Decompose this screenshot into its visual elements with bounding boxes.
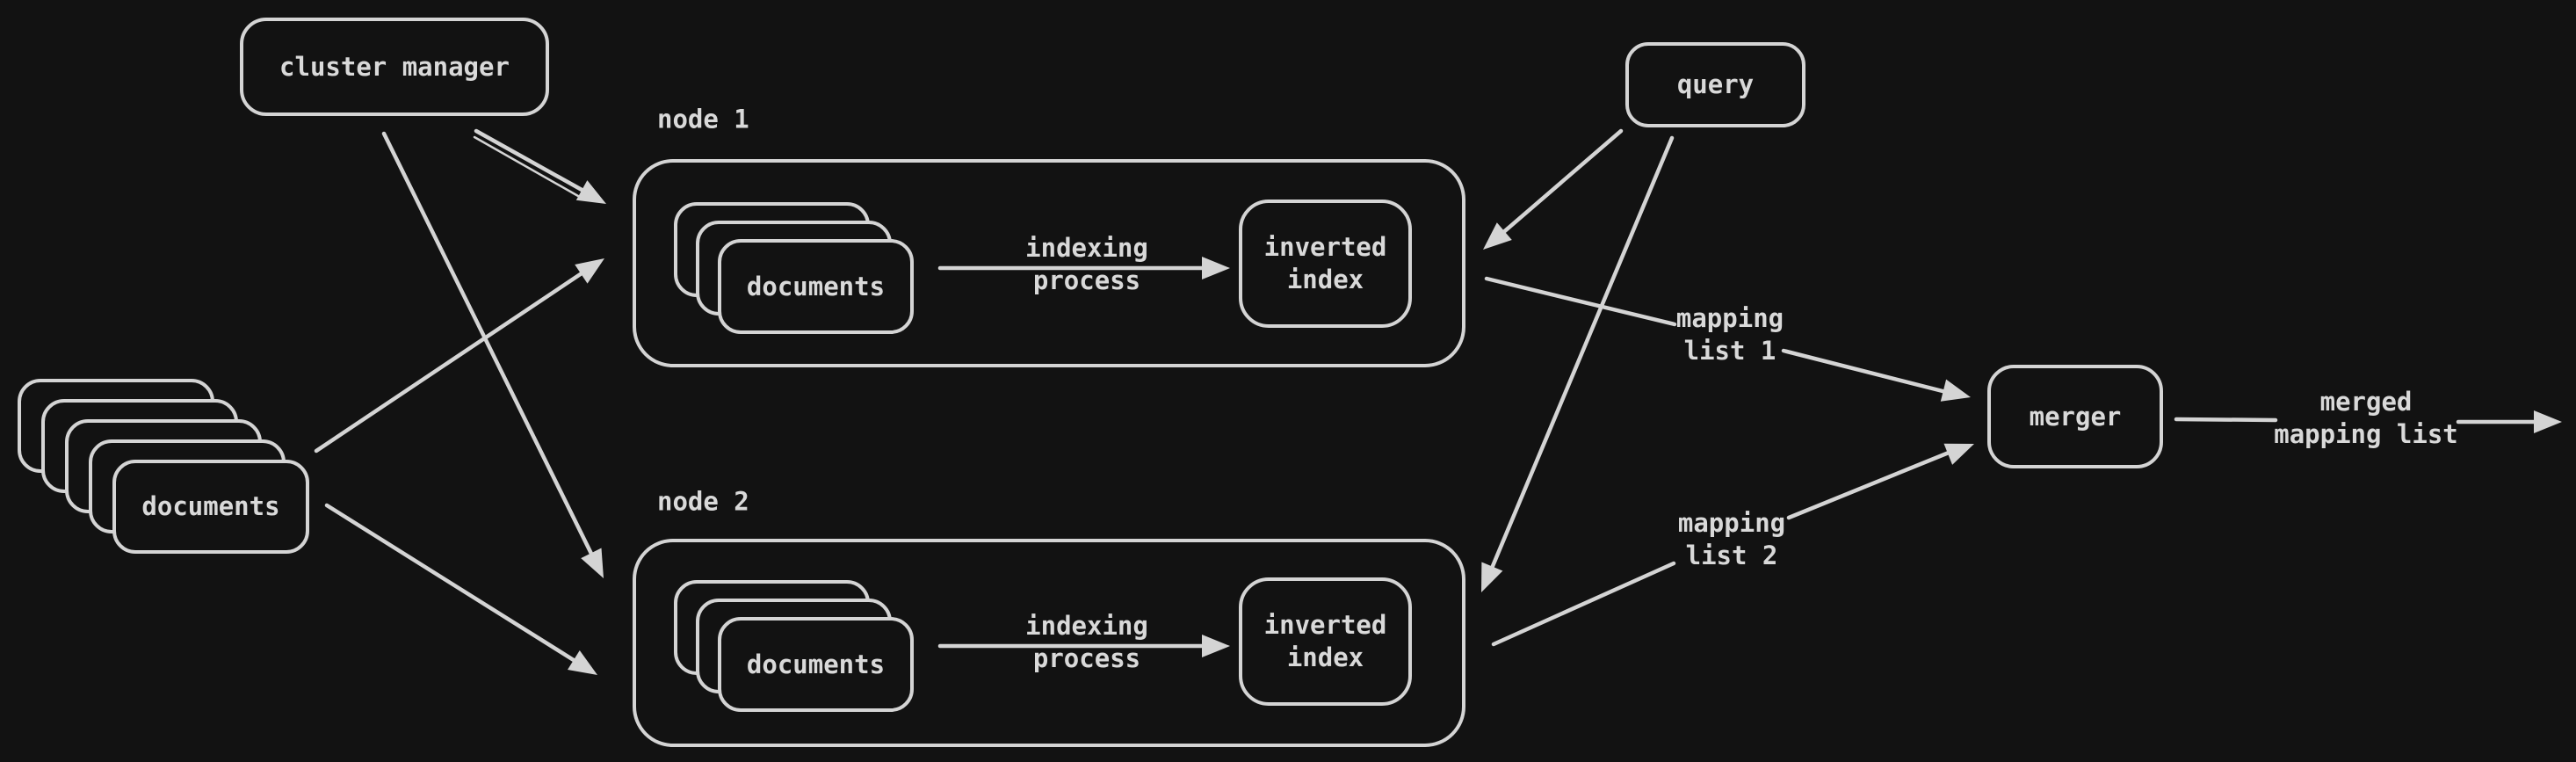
node1-inverted-index-box[interactable]: inverted index bbox=[1239, 200, 1412, 328]
mapping-list-1-label[interactable]: mapping list 1 bbox=[1675, 303, 1784, 366]
edge-query-to-node2[interactable] bbox=[1481, 135, 1675, 592]
edge-merged-output[interactable] bbox=[2174, 410, 2562, 433]
documents-input-label: documents bbox=[141, 491, 280, 521]
merger-label: merger bbox=[2029, 401, 2122, 432]
query-box[interactable]: query bbox=[1625, 42, 1805, 127]
node1-inverted-index-label: inverted index bbox=[1263, 232, 1387, 294]
cluster-manager-label: cluster manager bbox=[279, 51, 510, 82]
node2-title[interactable]: node 2 bbox=[657, 486, 749, 517]
node2-inverted-index-label: inverted index bbox=[1263, 610, 1387, 672]
edge-indexing-node1[interactable] bbox=[937, 257, 1230, 279]
node1-documents-label: documents bbox=[746, 271, 886, 301]
merger-box[interactable]: merger bbox=[1987, 365, 2163, 468]
edge-mapping-list-1[interactable] bbox=[1484, 276, 1971, 402]
merged-mapping-list-label[interactable]: merged mapping list bbox=[2274, 387, 2458, 449]
node1-title[interactable]: node 1 bbox=[657, 104, 749, 134]
node2-inverted-index-box[interactable]: inverted index bbox=[1239, 577, 1412, 706]
edge-cluster-to-node1[interactable] bbox=[473, 128, 606, 204]
query-label: query bbox=[1676, 69, 1755, 99]
cluster-manager-box[interactable]: cluster manager bbox=[240, 18, 549, 116]
edge-indexing-node2[interactable] bbox=[937, 635, 1230, 657]
document-card-front[interactable]: documents bbox=[718, 617, 914, 712]
indexing-process-label-node1[interactable]: indexing process bbox=[1025, 233, 1148, 295]
edge-mapping-list-2[interactable] bbox=[1491, 443, 1974, 647]
document-card-front[interactable]: documents bbox=[112, 460, 309, 554]
node2-documents-label: documents bbox=[746, 649, 886, 679]
edge-query-to-node1[interactable] bbox=[1483, 128, 1624, 250]
document-card-front[interactable]: documents bbox=[718, 239, 914, 334]
edge-cluster-to-node2[interactable] bbox=[381, 131, 604, 578]
node2-container[interactable] bbox=[633, 539, 1465, 747]
node1-container[interactable] bbox=[633, 159, 1465, 367]
mapping-list-2-label[interactable]: mapping list 2 bbox=[1677, 508, 1786, 570]
edge-documents-to-node1[interactable] bbox=[314, 258, 604, 454]
edge-documents-to-node2[interactable] bbox=[324, 503, 597, 675]
indexing-process-label-node2[interactable]: indexing process bbox=[1025, 611, 1148, 673]
